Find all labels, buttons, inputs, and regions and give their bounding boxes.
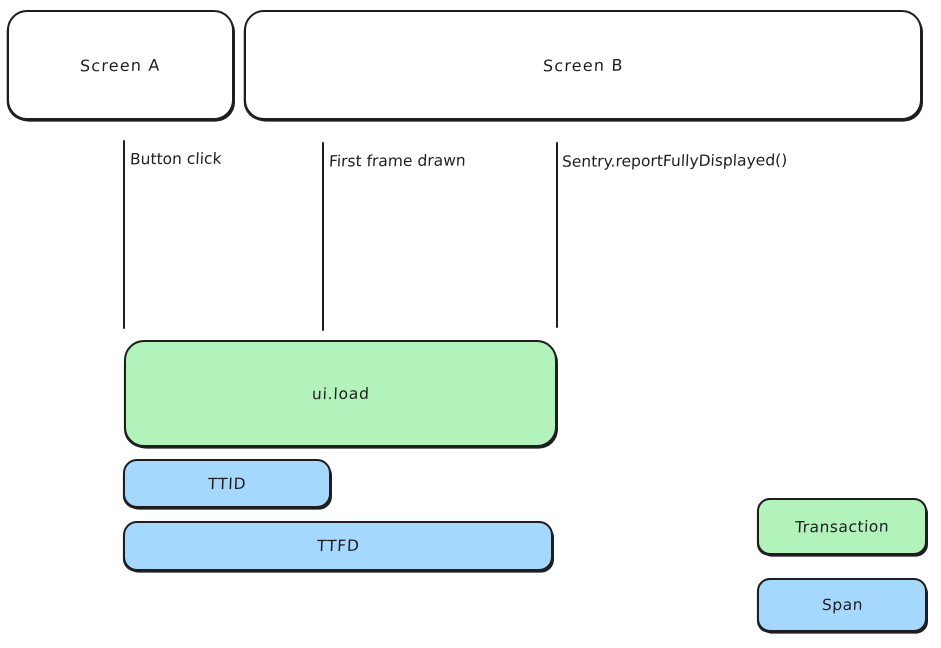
bar-ttid-label: TTID bbox=[207, 474, 247, 493]
marker-line-first-frame-drawn bbox=[322, 142, 324, 331]
marker-label-first-frame-drawn: First frame drawn bbox=[328, 151, 467, 171]
legend-span-label: Span bbox=[821, 595, 863, 615]
marker-line-button-click bbox=[123, 140, 125, 329]
bar-ttfd[interactable]: TTFD bbox=[123, 521, 553, 571]
bar-ttid[interactable]: TTID bbox=[123, 459, 331, 508]
marker-line-report-fully-displayed bbox=[556, 142, 558, 328]
bar-ui-load-label: ui.load bbox=[311, 384, 370, 403]
legend-span[interactable]: Span bbox=[757, 578, 927, 632]
screen-b-box[interactable]: Screen B bbox=[244, 10, 922, 120]
marker-label-report-fully-displayed: Sentry.reportFullyDisplayed() bbox=[561, 151, 788, 171]
screen-a-label: Screen A bbox=[79, 55, 162, 75]
marker-label-button-click: Button click bbox=[129, 149, 222, 169]
bar-ui-load[interactable]: ui.load bbox=[124, 340, 557, 447]
screen-b-label: Screen B bbox=[542, 55, 624, 75]
screen-a-box[interactable]: Screen A bbox=[7, 10, 234, 120]
bar-ttfd-label: TTFD bbox=[316, 536, 360, 556]
legend-transaction[interactable]: Transaction bbox=[757, 498, 927, 555]
legend-transaction-label: Transaction bbox=[794, 517, 890, 536]
